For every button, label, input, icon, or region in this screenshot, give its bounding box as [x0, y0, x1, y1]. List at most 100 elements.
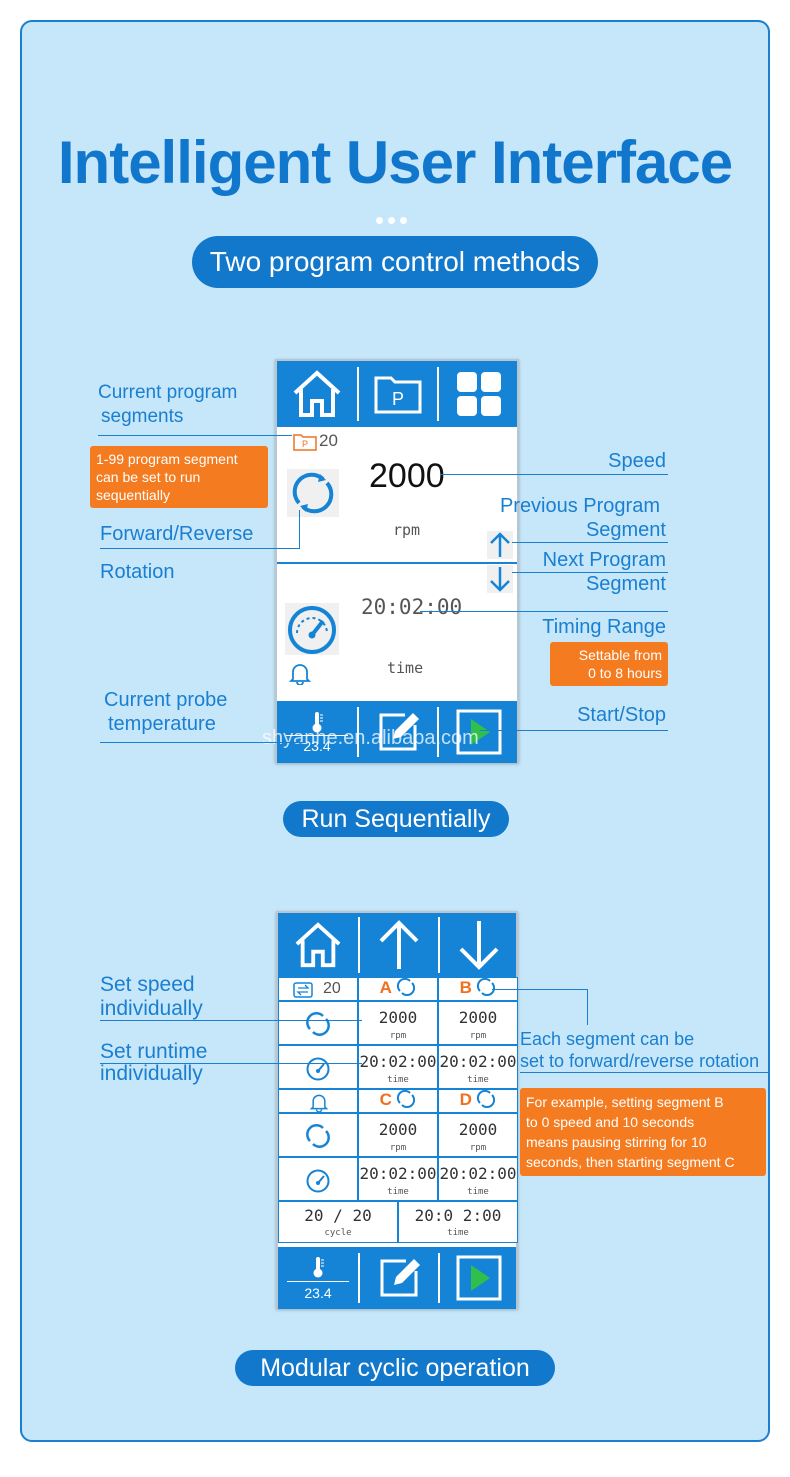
section-label-run-sequentially: Run Sequentially — [283, 801, 509, 837]
segment-letter-a: A — [379, 978, 392, 997]
thermometer-icon — [312, 711, 323, 732]
segment-note-badge: 1-99 program segment can be set to run s… — [90, 446, 268, 508]
edit-button[interactable] — [359, 701, 437, 763]
divider-dots — [376, 211, 416, 224]
label-start-stop: Start/Stop — [577, 704, 666, 726]
edit-icon — [379, 713, 419, 751]
program-folder-button[interactable]: P — [359, 361, 437, 427]
segment-d-time[interactable]: 20:02:00 time — [438, 1157, 518, 1201]
label-next-segment: Next Program Segment — [542, 549, 666, 595]
next-segment-button[interactable] — [487, 565, 513, 593]
watermark: shyanhe.en.alibaba.com — [262, 727, 479, 749]
play-icon — [456, 1255, 502, 1301]
timing-note-badge: Settable from 0 to 8 hours — [550, 642, 668, 686]
home-icon — [293, 370, 341, 417]
top-toolbar-2 — [278, 913, 516, 977]
device-screen-sequential: P P 20 2000 rpm — [275, 359, 519, 763]
bottom-toolbar: 23.4 — [277, 701, 517, 763]
total-time-cell[interactable]: 20:0 2:00 time — [398, 1201, 518, 1243]
rotation-icon — [306, 1124, 330, 1148]
scroll-down-button[interactable] — [440, 913, 518, 977]
segment-b-time[interactable]: 20:02:00 time — [438, 1045, 518, 1089]
speedometer-icon — [288, 606, 336, 654]
arrow-up-icon — [490, 532, 510, 557]
edit-button-2[interactable] — [360, 1247, 438, 1309]
timer-button[interactable] — [285, 603, 339, 655]
segment-d-header[interactable]: D — [438, 1089, 518, 1113]
segment-c-speed[interactable]: 2000 rpm — [358, 1113, 438, 1157]
rotation-icon — [477, 977, 496, 997]
cycle-count-cell[interactable]: 20 / 20 cycle — [278, 1201, 398, 1243]
start-stop-button[interactable] — [439, 701, 519, 763]
folder-p-icon: P — [374, 376, 422, 414]
speedometer-icon — [306, 1057, 330, 1081]
thermometer-icon — [313, 1256, 324, 1277]
rotation-icon — [306, 1012, 330, 1036]
bell-icon — [309, 1094, 329, 1112]
home-icon — [295, 922, 341, 968]
bell-icon[interactable] — [289, 661, 311, 685]
label-timing-range: Timing Range — [542, 616, 666, 638]
bottom-toolbar-2: 23.4 — [278, 1247, 516, 1309]
alarm-cell[interactable] — [278, 1089, 358, 1113]
segment-c-time[interactable]: 20:02:00 time — [358, 1157, 438, 1201]
page-title: Intelligent User Interface — [57, 129, 733, 196]
time-row-icon-cell-2 — [278, 1157, 358, 1201]
device-screen-modular: 20 A B 2000 rpm 2000 rpm — [276, 911, 518, 1309]
label-probe-temperature: Current probe temperature — [104, 689, 228, 735]
repeat-icon — [293, 982, 313, 998]
program-number: 20 — [319, 431, 338, 450]
rotation-icon — [292, 472, 334, 514]
segment-c-header[interactable]: C — [358, 1089, 438, 1113]
previous-segment-button[interactable] — [487, 531, 513, 559]
example-note-badge: For example, setting segment B to 0 spee… — [520, 1088, 766, 1176]
scroll-up-button[interactable] — [360, 913, 438, 977]
start-stop-button-2[interactable] — [440, 1247, 518, 1309]
segment-letter-c: C — [379, 1090, 392, 1109]
svg-text:P: P — [302, 439, 308, 449]
menu-grid-button[interactable] — [439, 361, 519, 427]
segment-letter-d: D — [459, 1090, 472, 1109]
time-value[interactable]: 20:02:00 — [361, 595, 463, 619]
top-toolbar: P — [277, 361, 517, 427]
time-unit: time — [387, 659, 424, 677]
time-row-icon-cell — [278, 1045, 358, 1089]
program-folder-icon: P — [293, 434, 317, 451]
segment-a-speed[interactable]: 2000 rpm — [358, 1001, 438, 1045]
segment-a-header[interactable]: A — [358, 977, 438, 1001]
cycle-program-cell[interactable]: 20 — [278, 977, 358, 1001]
grid-icon — [457, 372, 501, 416]
temperature-value-2: 23.4 — [304, 1284, 332, 1301]
subtitle-pill: Two program control methods — [192, 236, 598, 288]
segment-a-time[interactable]: 20:02:00 time — [358, 1045, 438, 1089]
label-previous-segment: Previous Program Segment — [499, 495, 666, 541]
home-button[interactable] — [277, 361, 357, 427]
speed-value[interactable]: 2000 — [369, 457, 445, 495]
program-number-2: 20 — [323, 980, 341, 997]
section-label-modular-cyclic: Modular cyclic operation — [235, 1350, 555, 1386]
label-speed: Speed — [608, 450, 666, 472]
speedometer-icon — [306, 1169, 330, 1193]
segment-d-speed[interactable]: 2000 rpm — [438, 1113, 518, 1157]
label-current-program-segments: Current program segments — [98, 382, 238, 427]
speed-unit: rpm — [393, 521, 421, 539]
label-forward-reverse: Forward/Reverse — [100, 523, 254, 545]
segment-letter-b: B — [459, 978, 472, 997]
segment-b-speed[interactable]: 2000 rpm — [438, 1001, 518, 1045]
edit-icon — [380, 1259, 420, 1297]
play-icon — [456, 709, 502, 755]
temperature-value: 23.4 — [303, 737, 331, 754]
rotation-button[interactable] — [287, 469, 339, 517]
temperature-display: 23.4 — [277, 701, 357, 763]
arrow-down-icon — [490, 567, 510, 592]
speed-row-icon-cell-2 — [278, 1113, 358, 1157]
arrow-down-icon — [459, 921, 499, 970]
rotation-icon — [397, 1089, 416, 1109]
label-set-speed: Set speed individually — [100, 973, 203, 1020]
home-button-2[interactable] — [278, 913, 358, 977]
label-each-segment: Each segment can be set to forward/rever… — [520, 1029, 760, 1071]
speed-row-icon-cell — [278, 1001, 358, 1045]
label-rotation: Rotation — [100, 561, 175, 583]
rotation-icon — [397, 977, 416, 997]
svg-text:P: P — [392, 389, 404, 409]
